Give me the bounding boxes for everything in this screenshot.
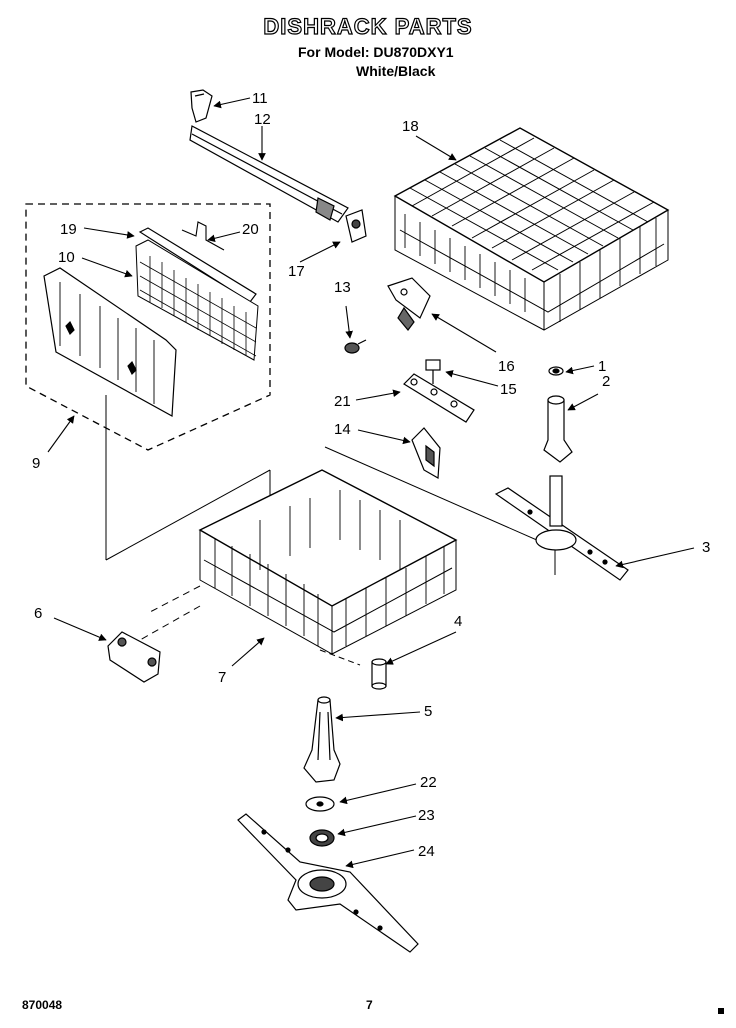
- callout-14: 14: [334, 421, 351, 438]
- part-20-clip: [181, 221, 225, 251]
- page-number: 7: [366, 998, 373, 1012]
- callout-24: 23: [418, 807, 435, 824]
- callout-17: 17: [288, 263, 305, 280]
- leader-lines: [47, 97, 695, 869]
- part-24-ring: [309, 829, 335, 847]
- part-7-lower-rack: [198, 469, 458, 655]
- callout-5: 5: [424, 703, 432, 720]
- part-9-panel: [43, 267, 177, 417]
- part-10-filter-grid: [135, 239, 259, 361]
- callout-10: 10: [58, 249, 75, 266]
- part-22-lower-spray-arm: [237, 813, 419, 953]
- model-line: For Model: DU870DXY1: [298, 44, 454, 60]
- part-16-bracket: [387, 277, 431, 331]
- callout-22: 24: [418, 843, 435, 860]
- callout-20: 20: [242, 221, 259, 238]
- corner-mark: [718, 1008, 724, 1014]
- part-3-spray-arm: [494, 475, 629, 581]
- part-11-clip: [190, 89, 213, 123]
- callout-13: 13: [334, 279, 351, 296]
- callout-2: 2: [602, 373, 610, 390]
- callout-23: 22: [420, 774, 437, 791]
- callout-1: 1: [598, 358, 606, 375]
- callout-12: 12: [254, 111, 271, 128]
- part-14-latch: [411, 427, 441, 479]
- part-5-tube: [303, 696, 341, 783]
- callout-19: 19: [60, 221, 77, 238]
- footer-code: 870048: [22, 998, 63, 1012]
- part-21-adjuster: [403, 373, 475, 423]
- part-15-knob: [425, 359, 441, 384]
- callout-16: 16: [498, 358, 515, 375]
- callout-11: 11: [252, 90, 268, 107]
- subassembly-dashed-box: [25, 203, 271, 451]
- part-23-washer: [305, 796, 335, 812]
- callout-4: 4: [454, 613, 462, 630]
- reference-lines: [105, 395, 556, 666]
- part-4-stud: [371, 658, 387, 690]
- part-17-end-cap: [345, 209, 367, 243]
- callout-15: 15: [500, 381, 517, 398]
- callout-18: 18: [402, 118, 419, 135]
- callout-21: 21: [334, 393, 351, 410]
- page-title: DISHRACK PARTS: [263, 13, 473, 39]
- part-12-rail: [189, 125, 349, 223]
- callout-9: 9: [32, 455, 40, 472]
- callout-3: 3: [702, 539, 710, 556]
- callout-7: 7: [218, 669, 226, 686]
- part-18-upper-rack: [393, 127, 670, 331]
- callout-labels: 11 12 18 19 20 10 17 13 16 15 21 14 1 2 …: [32, 90, 710, 860]
- part-1-seal: [548, 366, 564, 376]
- callout-6: 6: [34, 605, 42, 622]
- part-6-roller: [107, 631, 161, 683]
- color-line: White/Black: [356, 63, 436, 79]
- part-2-tube: [543, 395, 573, 463]
- part-13-screw: [344, 339, 367, 354]
